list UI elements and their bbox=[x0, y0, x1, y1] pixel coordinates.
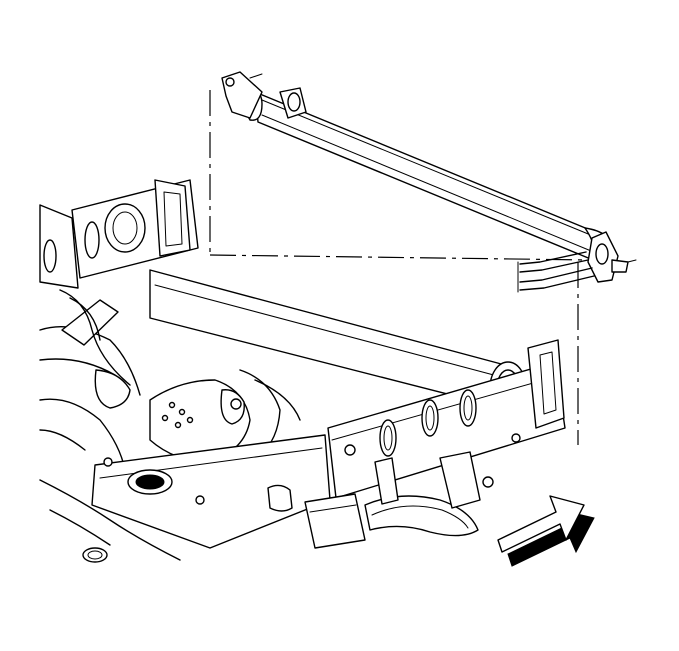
cooler-mounting-bracket-left bbox=[221, 71, 307, 119]
frame-rail-left bbox=[39, 179, 199, 289]
arrow-right-icon bbox=[497, 495, 595, 567]
cooler-lines bbox=[517, 251, 595, 293]
alignment-guides bbox=[209, 90, 591, 445]
lower-bracket bbox=[304, 451, 494, 549]
front-crossbar bbox=[91, 434, 331, 549]
cooler-mounting-bracket-right bbox=[587, 231, 637, 283]
front-suspension-structure bbox=[39, 289, 301, 563]
